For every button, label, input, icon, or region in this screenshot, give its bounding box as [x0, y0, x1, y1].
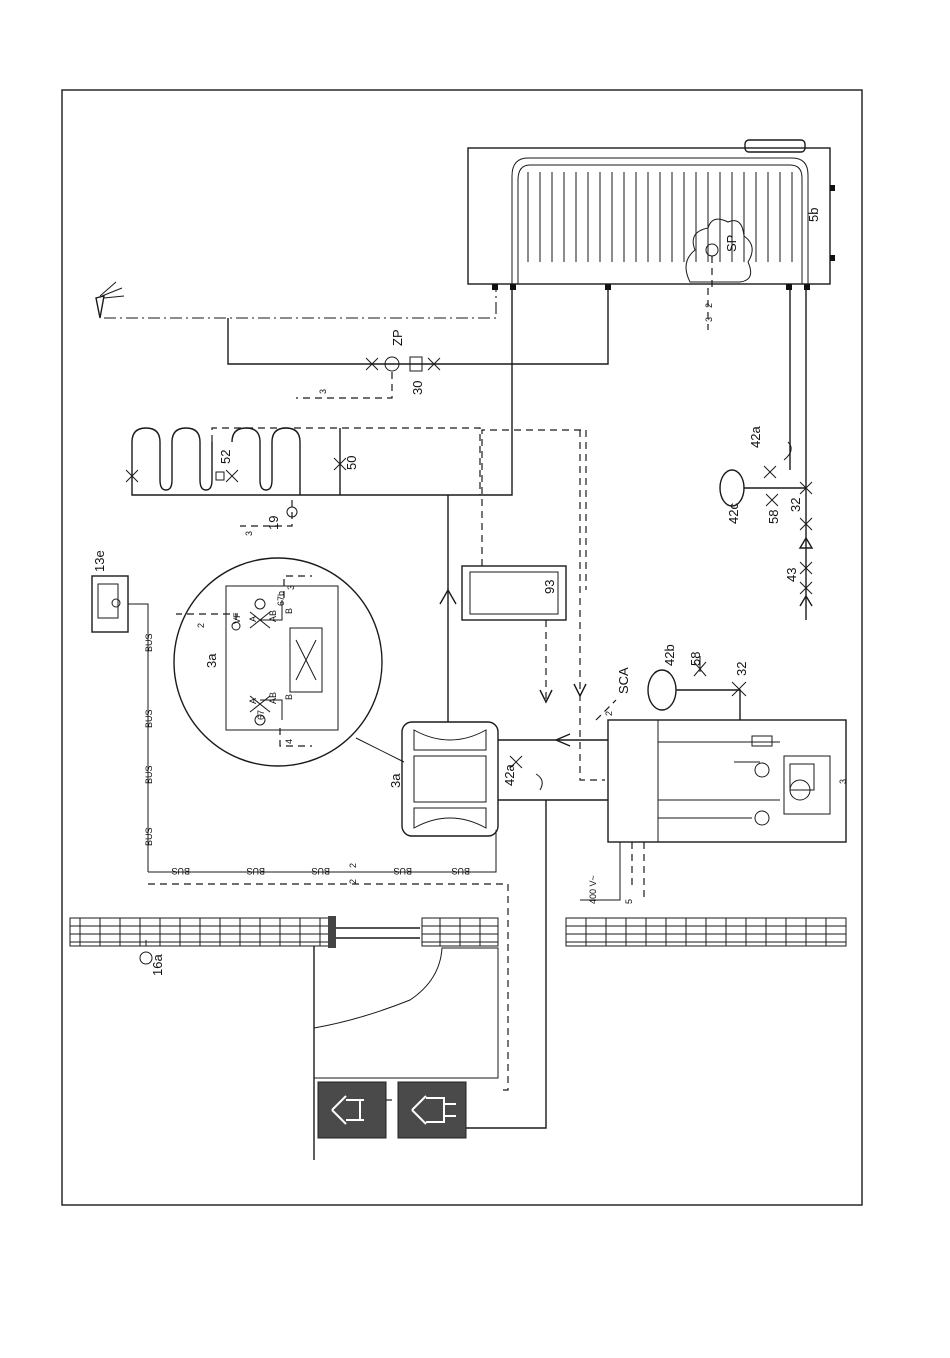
label-hp-3: 3 [838, 779, 848, 784]
label-400v: 400 V~ [588, 875, 598, 904]
zoom-pointer [356, 738, 404, 762]
bus-label: BUS [171, 866, 190, 876]
soil-area [314, 948, 498, 1078]
bus-label: BUS [451, 866, 470, 876]
wire-count-label: 2 [348, 879, 358, 884]
wire-count-label: 5 [624, 899, 634, 904]
valve-67b-actuator-icon [255, 599, 265, 609]
label-30: 30 [410, 381, 425, 395]
circulation-line [228, 290, 608, 364]
port-label: AB [268, 692, 278, 704]
port-label: AB [268, 610, 278, 622]
control-module-3a [402, 722, 498, 836]
power-wire [632, 842, 644, 900]
label-16a: 16a [150, 954, 165, 976]
bus-label: BUS [246, 866, 265, 876]
pump-icon [755, 763, 769, 777]
label-58-hp: 58 [688, 652, 703, 666]
label-vf: VF [232, 612, 242, 624]
shower-icon [96, 282, 124, 318]
hot-water-line [104, 290, 496, 318]
ground-source-icon[interactable] [318, 1082, 386, 1138]
remote-control-unit[interactable] [92, 576, 128, 632]
label-sca: SCA [616, 667, 631, 694]
port-label: A [248, 616, 258, 622]
wire-count-label: 3 [318, 389, 328, 394]
control-wire [580, 430, 605, 780]
actuator-icon [216, 472, 224, 480]
label-42c: 42c [726, 503, 741, 524]
discharge-icon [536, 774, 542, 790]
label-52: 52 [218, 450, 233, 464]
label-19: 19 [266, 516, 281, 530]
bus-label: BUS [311, 866, 330, 876]
diagram-frame [62, 90, 862, 1205]
wire-count-label: 2 [704, 303, 714, 308]
label-32-hp: 32 [734, 662, 749, 676]
port-label: B [284, 608, 294, 614]
ground-collector-icon[interactable] [398, 1082, 466, 1138]
expansion-vessel-dhw-icon [720, 470, 744, 506]
dhw-tank: SP 5b [468, 140, 835, 290]
wire-count-label: 3 [704, 317, 714, 322]
ball-valve-icon [732, 682, 746, 696]
label-58-dhw: 58 [766, 510, 781, 524]
wire-count-label: 4 [284, 739, 294, 744]
label-42a: 42a [502, 764, 517, 786]
safety-valve-dhw-icon [764, 466, 776, 478]
port-label: B [284, 694, 294, 700]
expansion-vessel-icon [648, 670, 676, 710]
heat-pump-unit [608, 720, 846, 842]
mixer-valve-icon [226, 470, 238, 482]
label-42b: 42b [662, 644, 677, 666]
building-wall [70, 916, 846, 948]
bus-label: BUS [144, 827, 154, 846]
label-sp: SP [724, 235, 739, 252]
bus-label: BUS [144, 765, 154, 784]
bus-label: BUS [144, 709, 154, 728]
outdoor-sensor-wire [148, 884, 508, 1090]
brine-line [466, 800, 546, 1128]
bus-label: BUS [393, 866, 412, 876]
wire-count-label: 2 [196, 623, 206, 628]
power-line [580, 842, 620, 900]
label-42a-top: 42a [748, 426, 763, 448]
drain-valve-dhw-icon [766, 494, 778, 506]
pump-wire [296, 372, 392, 398]
sca-wire [596, 700, 616, 720]
wire-count-label: 3 [286, 585, 296, 590]
label-5b: 5b [806, 208, 821, 222]
label-67: 67 [256, 710, 266, 720]
wire-count-label: 3 [244, 531, 254, 536]
port-label: A [248, 698, 258, 704]
pump-icon [755, 811, 769, 825]
wire-count-label: 2 [604, 711, 614, 716]
label-3a: 3a [388, 773, 403, 788]
label-32-dhw: 32 [788, 498, 803, 512]
bus-label: BUS [144, 633, 154, 652]
control-knob-icon [112, 599, 120, 607]
label-93: 93 [542, 580, 557, 594]
label-zp: ZP [390, 329, 405, 346]
label-13e: 13e [92, 550, 107, 572]
label-zoom-3a: 3a [204, 653, 219, 668]
label-50: 50 [344, 456, 359, 470]
wire-count-label: 2 [348, 863, 358, 868]
label-43: 43 [784, 568, 799, 582]
